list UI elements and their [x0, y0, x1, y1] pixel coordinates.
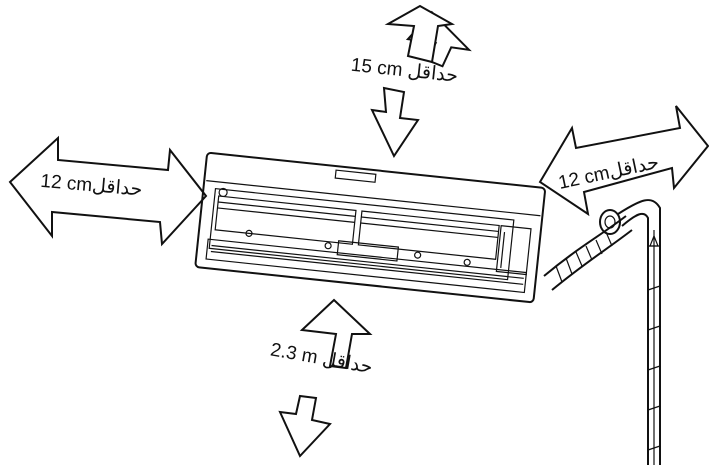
refrigerant-piping [543, 199, 661, 465]
bottom-clearance-arrow [278, 298, 373, 458]
bottom-clearance-label: 2.3 m حداقل [269, 340, 374, 379]
left-clearance-arrow [8, 135, 208, 247]
top-clearance-arrow [370, 4, 472, 159]
indoor-unit [194, 151, 546, 304]
right-clearance-arrow [538, 105, 709, 217]
